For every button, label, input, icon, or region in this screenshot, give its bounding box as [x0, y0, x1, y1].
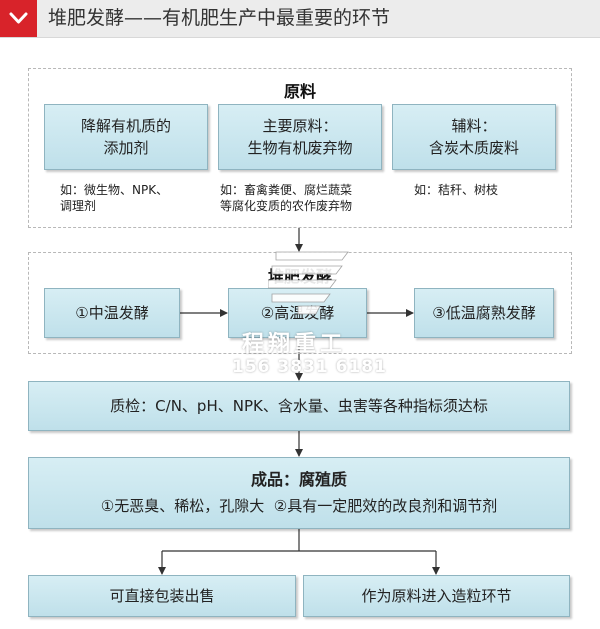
watermark-phone: 156 3831 6181 [232, 357, 387, 377]
product-title: 成品：腐殖质 [250, 470, 347, 489]
header-bar: 堆肥发酵——有机肥生产中最重要的环节 [0, 0, 600, 38]
output-direct-sale-box: 可直接包装出售 [28, 575, 296, 617]
product-box: 成品：腐殖质 ①无恶臭、稀松，孔隙大 ②具有一定肥效的改良剂和调节剂 [28, 457, 570, 529]
stage-mesophilic-box: ①中温发酵 [44, 288, 180, 338]
raw-materials-group [28, 68, 572, 228]
stage-maturation-box: ③低温腐熟发酵 [414, 288, 554, 338]
quality-check-box: 质检：C/N、pH、NPK、含水量、虫害等各种指标须达标 [28, 381, 570, 431]
raw-materials-title: 原料 [283, 82, 316, 101]
chevron-down-icon[interactable] [0, 0, 37, 37]
additive-box: 降解有机质的 添加剂 [44, 104, 208, 170]
page-title: 堆肥发酵——有机肥生产中最重要的环节 [48, 7, 391, 29]
auxiliary-material-note: 如：秸秆、树枝 [414, 183, 499, 197]
auxiliary-material-box: 辅料： 含炭木质废料 [392, 104, 556, 170]
main-material-note: 如：畜禽粪便、腐烂蔬菜 等腐化变质的农作废弃物 [220, 183, 353, 213]
output-granulation-box: 作为原料进入造粒环节 [303, 575, 570, 617]
watermark-brand: 程翔重工 [242, 332, 347, 357]
additive-note: 如：微生物、NPK、 调理剂 [60, 183, 169, 213]
product-description: ①无恶臭、稀松，孔隙大 ②具有一定肥效的改良剂和调节剂 [100, 497, 498, 515]
watermark-logo-icon [267, 246, 352, 320]
main-material-box: 主要原料： 生物有机废弃物 [218, 104, 382, 170]
